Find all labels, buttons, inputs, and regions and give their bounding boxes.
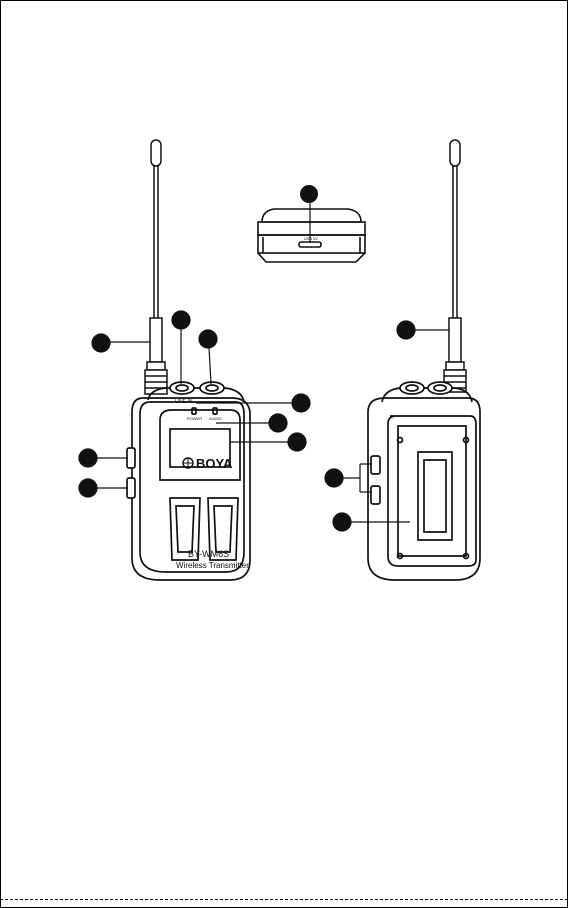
power-led-label: POWER <box>187 416 202 421</box>
back-antenna <box>444 140 466 392</box>
audio-led-label: AUDIO <box>209 416 222 421</box>
brand-name: BOYA <box>196 456 233 471</box>
front-antenna <box>145 140 167 394</box>
callout-belt-clip <box>333 513 351 531</box>
usb-port-label: USB 5V <box>304 236 319 241</box>
crop-marks <box>0 899 568 908</box>
callout-audio-led <box>269 414 287 432</box>
callout-antenna-front <box>92 334 110 352</box>
callout-line-in-jack <box>172 311 190 329</box>
callout-up-button <box>79 449 97 467</box>
model-name: BY-WM6S <box>188 549 229 559</box>
line-in-label: LINE IN <box>175 399 193 405</box>
back-body <box>368 382 480 580</box>
callout-mic-jack <box>199 330 217 348</box>
callout-screen <box>288 433 306 451</box>
callout-side-buttons-back <box>325 469 343 487</box>
device-subtitle: Wireless Transmitter <box>176 561 249 570</box>
callout-usb-port <box>300 185 318 203</box>
callout-down-button <box>79 479 97 497</box>
callout-antenna-back <box>397 321 415 339</box>
brand-logo <box>183 458 193 468</box>
callout-power-led <box>292 394 310 412</box>
